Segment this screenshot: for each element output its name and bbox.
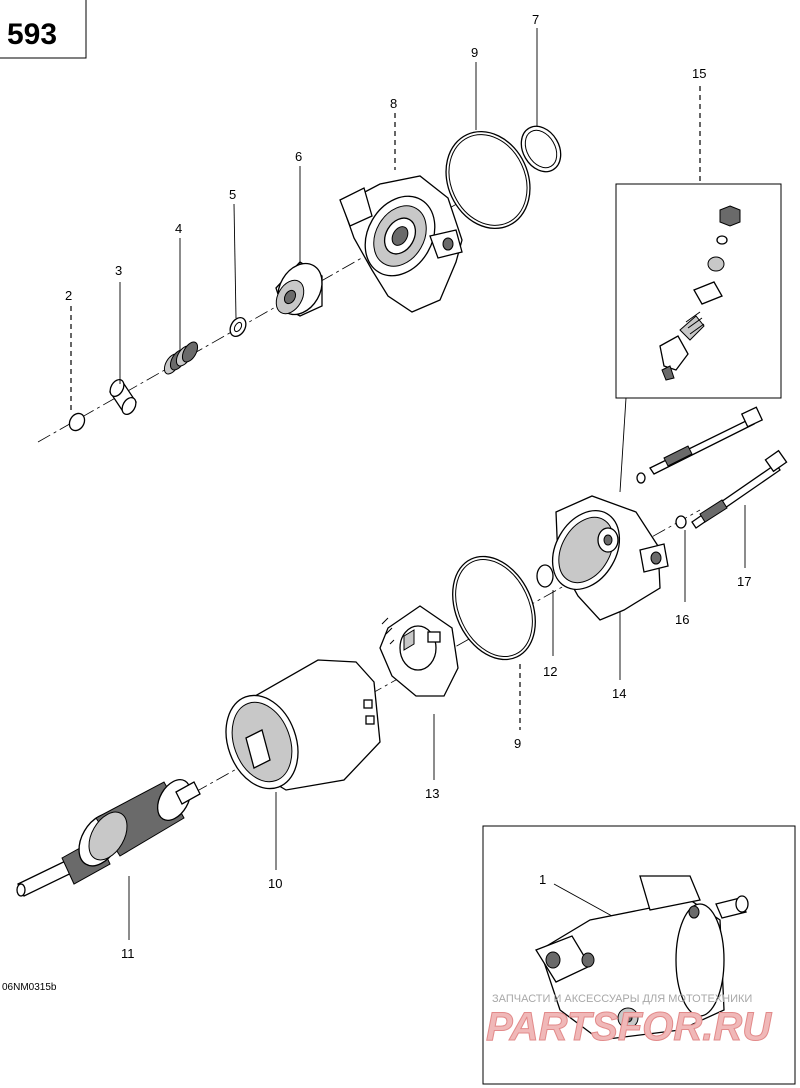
detail-box-assembled-starter xyxy=(482,825,796,1085)
part-o-ring-upper xyxy=(445,130,531,230)
callout-8: 8 xyxy=(390,96,397,111)
callout-labels: 2 3 4 5 6 8 9 7 15 17 16 12 14 9 13 10 1… xyxy=(65,12,751,961)
page-number-box: 593 xyxy=(0,0,87,59)
watermark-logo: PARTSFOR.RU xyxy=(486,1005,772,1049)
callout-13: 13 xyxy=(425,786,439,801)
page-number: 593 xyxy=(7,18,57,51)
callout-4: 4 xyxy=(175,221,182,236)
callout-16: 16 xyxy=(675,612,689,627)
callout-2: 2 xyxy=(65,288,72,303)
part-o-ring-12 xyxy=(536,564,554,588)
part-washers xyxy=(636,472,687,529)
callout-3: 3 xyxy=(115,263,122,278)
part-through-bolts xyxy=(649,406,788,529)
part-snap-ring xyxy=(68,412,86,432)
callout-12: 12 xyxy=(543,664,557,679)
part-yoke-assembly xyxy=(225,659,381,791)
part-drive-pinion xyxy=(275,261,323,317)
part-o-ring-lower xyxy=(452,555,536,661)
part-armature xyxy=(16,779,201,897)
part-end-frame xyxy=(551,495,669,621)
part-thrust-washer xyxy=(229,317,247,337)
callout-7: 7 xyxy=(532,12,539,27)
callout-9-lower: 9 xyxy=(514,736,521,751)
callout-5: 5 xyxy=(229,187,236,202)
callout-14: 14 xyxy=(612,686,626,701)
callout-10: 10 xyxy=(268,876,282,891)
callout-6: 6 xyxy=(295,149,302,164)
part-o-ring-small xyxy=(520,125,562,173)
leader-lines xyxy=(70,28,746,940)
callout-17: 17 xyxy=(737,574,751,589)
part-brush-plate xyxy=(379,605,459,697)
part-stop-collar xyxy=(109,378,137,416)
callout-15: 15 xyxy=(692,66,706,81)
watermark: ЗАПЧАСТИ И АКСЕССУАРЫ ДЛЯ МОТОТЕХНИКИ PA… xyxy=(486,993,773,1050)
callout-1: 1 xyxy=(539,872,546,887)
callout-9-upper: 9 xyxy=(471,45,478,60)
watermark-tagline: ЗАПЧАСТИ И АКСЕССУАРЫ ДЛЯ МОТОТЕХНИКИ xyxy=(492,993,752,1005)
reference-code: 06NM0315b xyxy=(2,982,57,993)
part-drive-housing xyxy=(339,175,463,313)
detail-box-brush-parts xyxy=(615,183,782,399)
callout-11: 11 xyxy=(121,946,135,961)
leader-15-to-end-frame xyxy=(619,397,627,493)
part-spring xyxy=(163,341,199,375)
